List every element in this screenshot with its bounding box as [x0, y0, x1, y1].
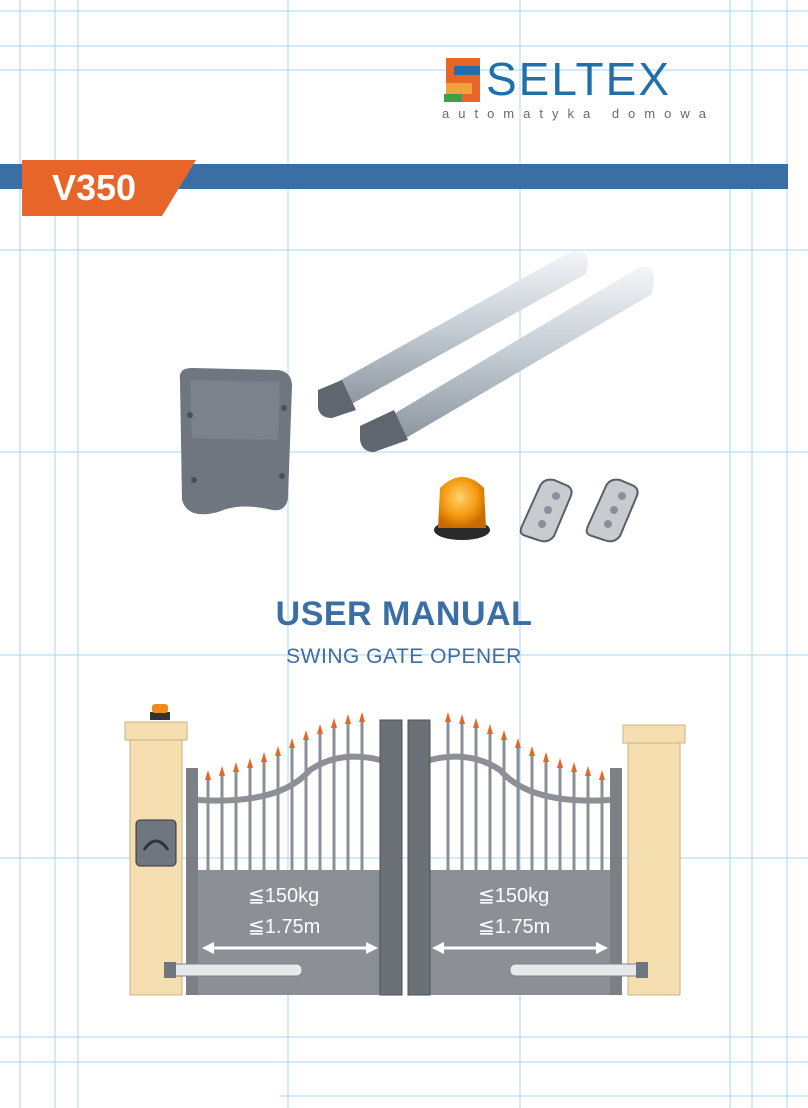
gate-spear-tips [205, 712, 605, 780]
logo-tagline: automatyka domowa [442, 106, 715, 121]
manual-subtitle: SWING GATE OPENER [286, 645, 522, 668]
seltex-logo: SELTEX automatyka domowa [440, 52, 730, 122]
left-leaf-weight: ≦150kg [248, 885, 320, 907]
left-leaf-length: ≦1.75m [248, 916, 321, 938]
left-pillar [124, 721, 188, 996]
gate-center-posts [379, 719, 431, 996]
actuator-arm-2 [360, 266, 654, 452]
warning-lamp [434, 477, 490, 540]
manual-title: USER MANUAL [275, 595, 533, 633]
remote-control-1 [519, 478, 573, 543]
model-name: V350 [52, 167, 137, 208]
pillar-lamp [150, 704, 170, 720]
gate-left-leaf [186, 753, 381, 995]
remote-control-2 [585, 478, 639, 543]
right-leaf-weight: ≦150kg [478, 885, 550, 907]
control-box [179, 368, 292, 515]
right-pillar [622, 724, 686, 996]
right-leaf-length: ≦1.75m [478, 916, 551, 938]
gate-bars [206, 722, 604, 870]
model-tab [22, 160, 196, 216]
gate-actuators [164, 962, 648, 978]
width-arrows [202, 942, 608, 954]
actuator-arm-1 [318, 250, 588, 418]
logo-s-mark [444, 58, 480, 102]
product-kit-image [179, 250, 654, 543]
gate-right-leaf [429, 753, 622, 995]
logo-wordmark: SELTEX [486, 53, 671, 105]
gate-illustration [124, 704, 686, 996]
